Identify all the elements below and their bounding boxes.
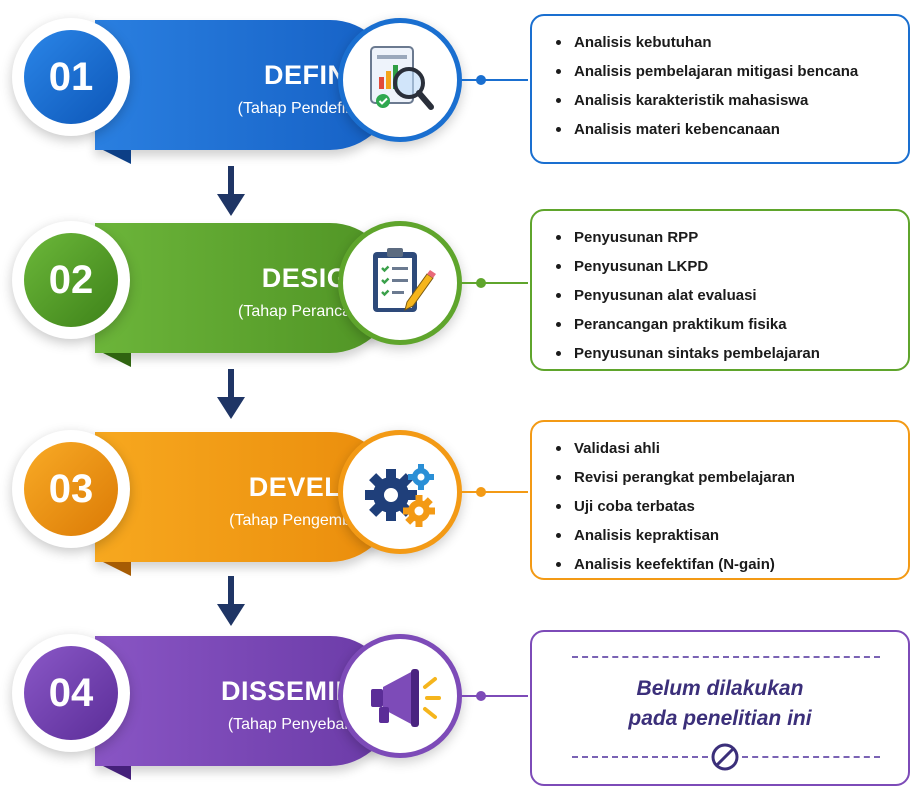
design-details-box: Penyusunan RPP Penyusunan LKPD Penyusuna… <box>530 209 910 371</box>
stage-number-badge: 04 <box>12 634 130 752</box>
megaphone-icon <box>338 634 462 758</box>
list-item: Revisi perangkat pembelajaran <box>554 463 908 492</box>
list-item: Analisis materi kebencanaan <box>554 115 908 144</box>
connector-line <box>460 282 528 284</box>
connector-dot <box>476 278 486 288</box>
design-banner: DESIGN (Tahap Perancangan) <box>95 223 395 367</box>
gears-icon <box>338 430 462 554</box>
stage-number: 02 <box>24 233 118 327</box>
stage-number-badge: 02 <box>12 221 130 339</box>
list-item: Penyusunan LKPD <box>554 252 908 281</box>
stage-number: 04 <box>24 646 118 740</box>
disseminate-note-box: Belum dilakukan pada penelitian ini <box>530 630 910 786</box>
define-details-box: Analisis kebutuhan Analisis pembelajaran… <box>530 14 910 164</box>
stage-number: 03 <box>24 442 118 536</box>
list-item: Validasi ahli <box>554 434 908 463</box>
stage-design: DESIGN (Tahap Perancangan) 02 Penyusunan… <box>0 209 915 373</box>
stage-disseminate: DISSEMINATE (Tahap Penyebarluasan) 04 Be… <box>0 626 915 786</box>
connector-dot <box>476 691 486 701</box>
list-item: Analisis keefektifan (N-gain) <box>554 550 908 579</box>
connector-dot <box>476 75 486 85</box>
dashed-divider <box>742 756 880 758</box>
list-item: Analisis karakteristik mahasiswa <box>554 86 908 115</box>
down-arrow-icon <box>217 369 245 419</box>
down-arrow-icon <box>217 166 245 216</box>
dashed-divider <box>572 656 880 658</box>
note-line-1: Belum dilakukan <box>636 677 804 700</box>
down-arrow-icon <box>217 576 245 626</box>
list-item: Uji coba terbatas <box>554 492 908 521</box>
stage-develop: DEVELOP (Tahap Pengembangan) 03 <box>0 420 915 582</box>
magnifier-chart-icon <box>338 18 462 142</box>
develop-details-box: Validasi ahli Revisi perangkat pembelaja… <box>530 420 910 580</box>
list-item: Analisis kebutuhan <box>554 28 908 57</box>
connector-line <box>460 79 528 81</box>
connector-dot <box>476 487 486 497</box>
list-item: Penyusunan sintaks pembelajaran <box>554 339 908 368</box>
connector-line <box>460 491 528 493</box>
note-line-2: pada penelitian ini <box>628 707 812 730</box>
stage-number-badge: 01 <box>12 18 130 136</box>
list-item: Penyusunan RPP <box>554 223 908 252</box>
list-item: Analisis kepraktisan <box>554 521 908 550</box>
connector-line <box>460 695 528 697</box>
list-item: Penyusunan alat evaluasi <box>554 281 908 310</box>
stage-number: 01 <box>24 30 118 124</box>
clipboard-checklist-icon <box>338 221 462 345</box>
prohibited-icon <box>711 743 739 771</box>
stage-define: DEFINE (Tahap Pendefinisian) 01 Analisis… <box>0 10 915 170</box>
list-item: Perancangan praktikum fisika <box>554 310 908 339</box>
stage-number-badge: 03 <box>12 430 130 548</box>
disseminate-banner: DISSEMINATE (Tahap Penyebarluasan) <box>95 636 409 780</box>
list-item: Analisis pembelajaran mitigasi bencana <box>554 57 908 86</box>
dashed-divider <box>572 756 708 758</box>
